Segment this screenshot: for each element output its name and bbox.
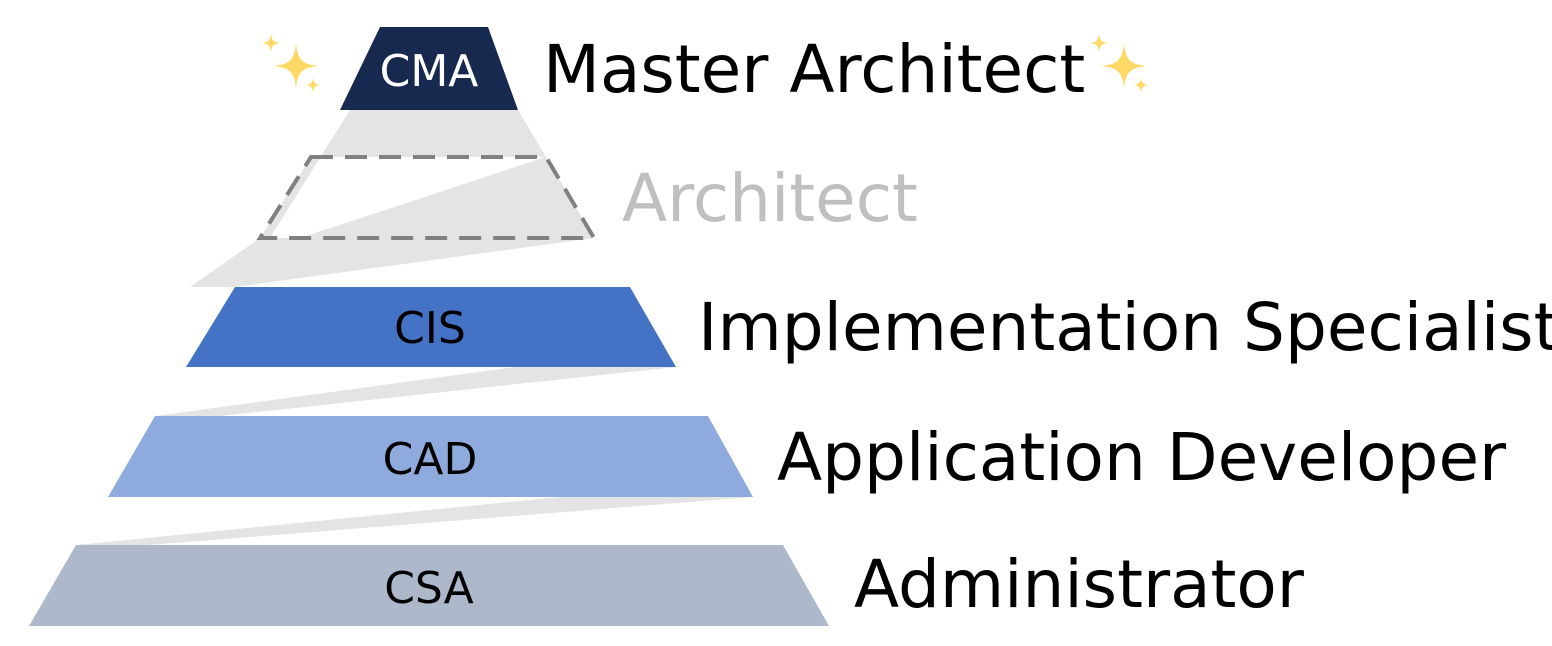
tier-cad-code: CAD — [383, 434, 478, 485]
tier-cis-shape — [186, 287, 676, 367]
tier-architect-shape — [256, 155, 598, 240]
tier-architect-title: Architect — [622, 160, 918, 237]
tier-cma: CMA Master Architect — [261, 27, 1149, 110]
connector-band-cma-architect — [260, 110, 546, 238]
tier-cad: CAD Application Developer — [108, 416, 1507, 497]
tier-csa: CSA Administrator — [29, 545, 1305, 626]
sparkles-icon — [261, 33, 321, 93]
tier-cad-shape — [108, 416, 753, 497]
tier-csa-title: Administrator — [854, 546, 1305, 623]
sparkles-icon — [1089, 33, 1149, 93]
tier-cis-title: Implementation Specialist — [698, 289, 1552, 366]
connector-band-cis-cad-2 — [155, 367, 676, 416]
tier-cma-code: CMA — [380, 46, 479, 97]
connector-band-architect-cis-3 — [190, 238, 594, 287]
connector-band-architect-cis-2 — [300, 157, 594, 238]
tier-cma-title: Master Architect — [543, 31, 1085, 108]
tier-cma-shape — [340, 27, 518, 110]
connector-bands — [76, 110, 753, 545]
tier-cad-title: Application Developer — [777, 419, 1507, 496]
tier-csa-code: CSA — [384, 563, 474, 614]
connector-band-cad-csa — [76, 497, 753, 545]
tier-cis: CIS Implementation Specialist — [186, 287, 1552, 367]
tier-csa-shape — [29, 545, 829, 626]
tier-cis-code: CIS — [394, 303, 466, 354]
tier-architect: Architect — [256, 155, 918, 240]
